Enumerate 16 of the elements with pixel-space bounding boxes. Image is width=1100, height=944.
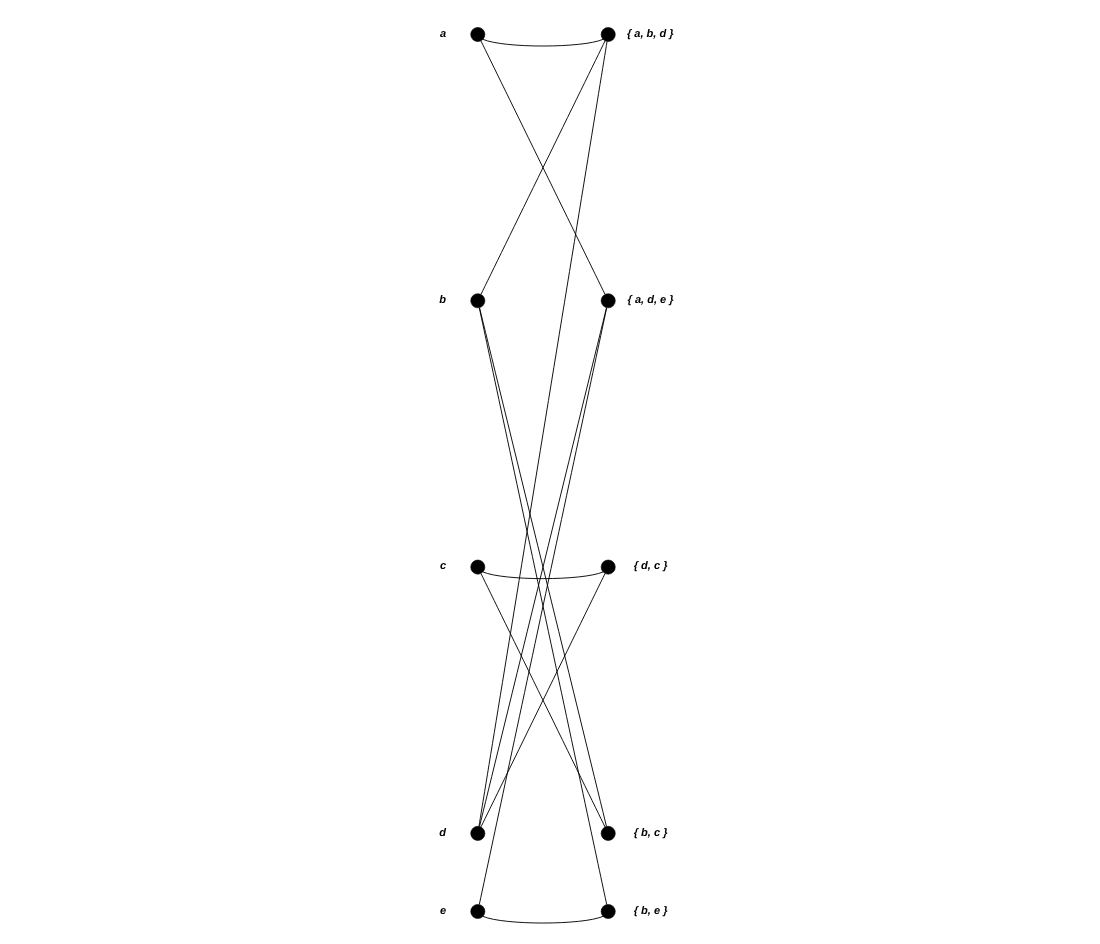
node-circle <box>599 903 615 918</box>
node-circle <box>469 558 485 574</box>
node-circle <box>469 825 485 840</box>
connector <box>481 914 603 923</box>
connector <box>477 40 607 826</box>
node-circle <box>599 26 615 41</box>
node-circle <box>599 825 615 840</box>
node-circle <box>599 292 615 308</box>
node-circle <box>469 26 485 41</box>
node-circle <box>599 558 615 574</box>
node-circle <box>469 292 485 308</box>
connector <box>479 39 605 294</box>
node-circle <box>469 903 485 918</box>
connector <box>481 37 603 46</box>
connector <box>481 570 603 579</box>
connector <box>479 572 605 827</box>
